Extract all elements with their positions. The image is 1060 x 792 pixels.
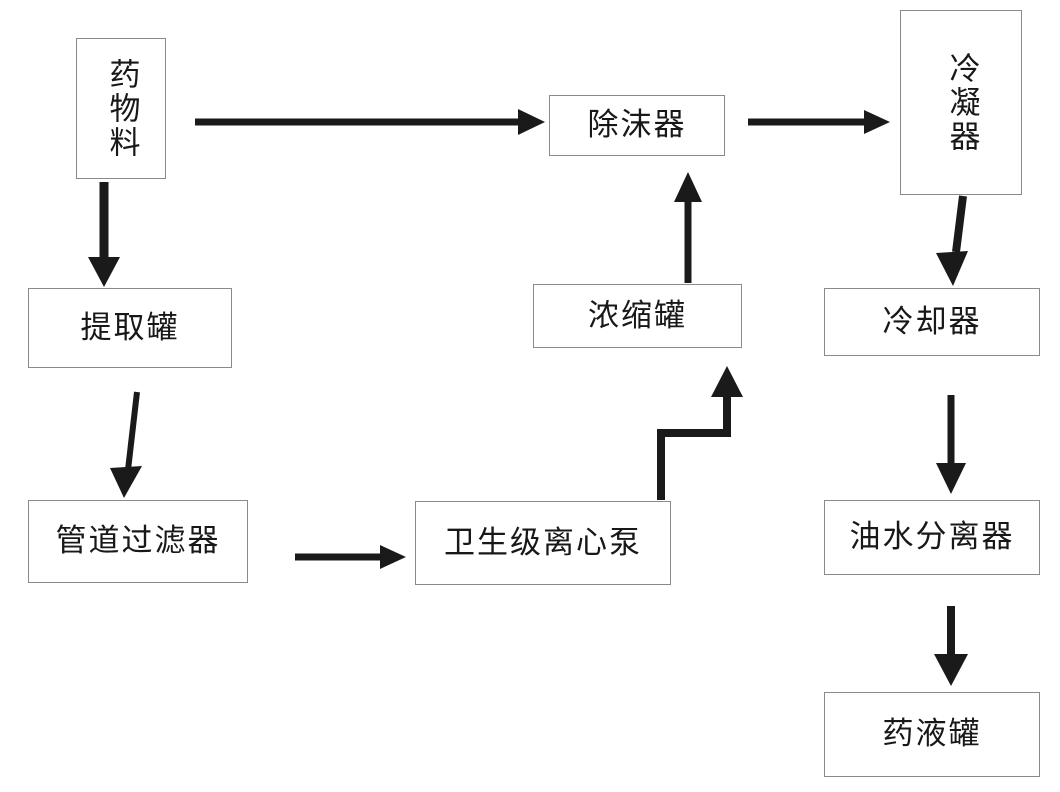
node-demister[interactable]: 除沫器 bbox=[549, 95, 725, 156]
node-label-drug-material: 药物料 bbox=[103, 57, 140, 160]
node-drug-material[interactable]: 药物料 bbox=[76, 38, 166, 179]
connector-drug-material-to-extraction-tank bbox=[88, 182, 120, 287]
node-cooler[interactable]: 冷却器 bbox=[824, 288, 1040, 356]
node-label-sanitary-centrifugal-pump: 卫生级离心泵 bbox=[444, 524, 642, 561]
connector-cooler-to-oil-water-separator bbox=[936, 395, 966, 494]
connector-extraction-tank-to-pipeline-filter bbox=[110, 391, 142, 498]
node-label-extraction-tank: 提取罐 bbox=[80, 309, 180, 346]
node-label-condenser: 冷凝器 bbox=[943, 51, 980, 154]
node-label-cooler: 冷却器 bbox=[882, 303, 982, 340]
connector-concentration-tank-to-demister bbox=[674, 172, 702, 283]
node-medicine-liquid-tank[interactable]: 药液罐 bbox=[824, 692, 1040, 777]
node-sanitary-centrifugal-pump[interactable]: 卫生级离心泵 bbox=[415, 501, 671, 585]
node-pipeline-filter[interactable]: 管道过滤器 bbox=[28, 500, 248, 583]
node-label-demister: 除沫器 bbox=[587, 107, 687, 144]
connector-pump-to-concentration-tank bbox=[657, 366, 743, 500]
node-extraction-tank[interactable]: 提取罐 bbox=[28, 288, 232, 368]
node-label-pipeline-filter: 管道过滤器 bbox=[55, 523, 221, 560]
connector-condenser-to-cooler bbox=[936, 195, 968, 286]
connector-demister-to-condenser bbox=[748, 110, 890, 134]
node-oil-water-separator[interactable]: 油水分离器 bbox=[824, 500, 1040, 575]
node-concentration-tank[interactable]: 浓缩罐 bbox=[533, 284, 742, 348]
connector-pipeline-filter-to-pump bbox=[295, 545, 406, 569]
node-label-medicine-liquid-tank: 药液罐 bbox=[882, 716, 982, 753]
node-condenser[interactable]: 冷凝器 bbox=[900, 10, 1022, 195]
node-label-concentration-tank: 浓缩罐 bbox=[588, 297, 687, 334]
connector-oil-water-separator-to-medicine-liquid-tank bbox=[934, 606, 968, 686]
connector-drug-material-to-demister bbox=[195, 109, 545, 135]
node-label-oil-water-separator: 油水分离器 bbox=[849, 519, 1015, 556]
